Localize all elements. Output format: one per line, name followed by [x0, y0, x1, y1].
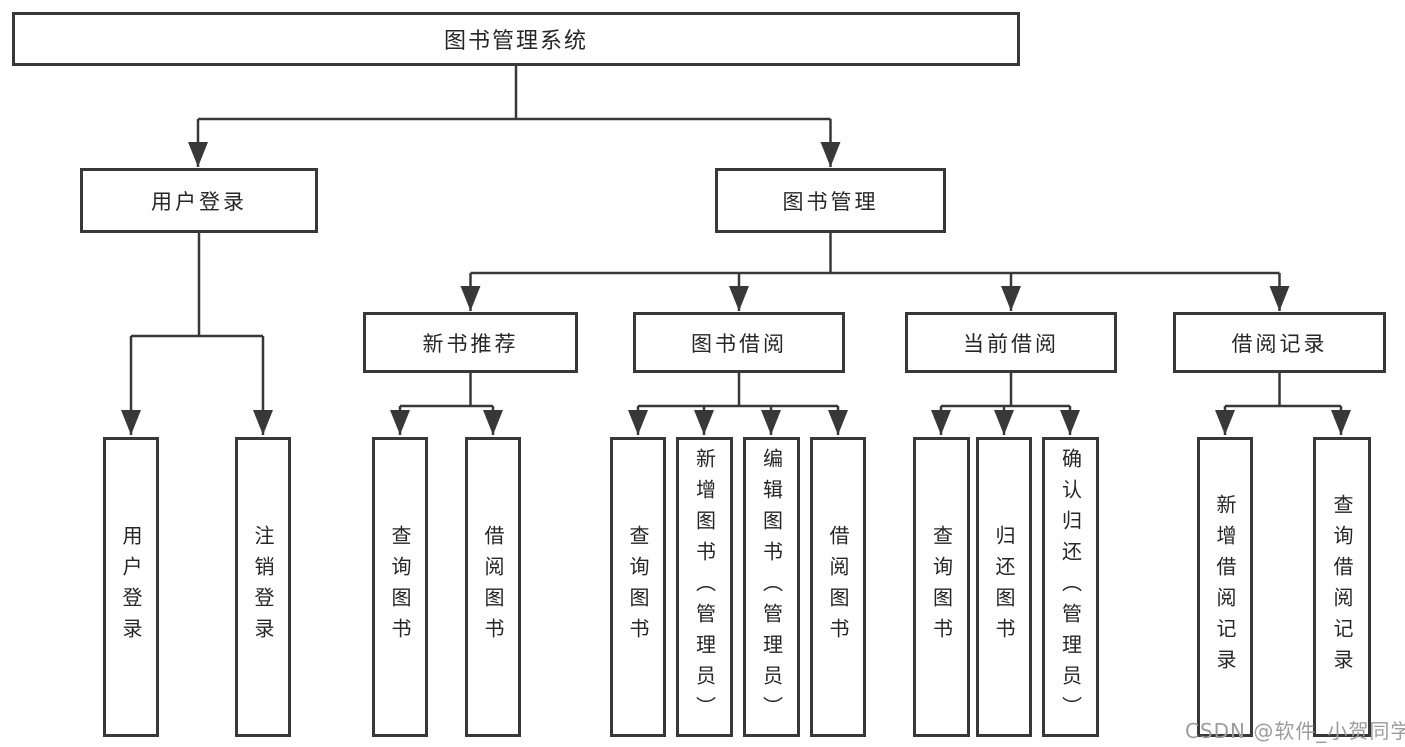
connector-root	[198, 66, 831, 121]
leaf-borrow-books-borrow: 借阅图书	[810, 437, 866, 737]
leaf-query-books-current: 查询图书	[913, 437, 970, 737]
connector-current-borrow	[941, 373, 1070, 408]
node-borrowing-records: 借阅记录	[1173, 312, 1386, 373]
leaf-confirm-return-admin: 确认归还（管理员）	[1042, 437, 1099, 737]
leaf-return-books: 归还图书	[976, 437, 1032, 737]
connector-new-book-recommend	[400, 373, 493, 408]
node-user-login: 用户登录	[80, 168, 318, 233]
leaf-add-book-admin: 新增图书（管理员）	[676, 437, 733, 737]
connector-user-login	[131, 233, 263, 338]
leaf-user-login: 用户登录	[103, 437, 159, 737]
connector-book-borrow	[638, 373, 838, 408]
leaf-query-books-borrow: 查询图书	[610, 437, 666, 737]
node-book-borrowing: 图书借阅	[633, 312, 845, 373]
node-library-management-system: 图书管理系统	[12, 12, 1020, 66]
connector-borrow-records	[1225, 373, 1341, 408]
leaf-edit-book-admin: 编辑图书（管理员）	[743, 437, 800, 737]
leaf-logout: 注销登录	[235, 437, 291, 737]
connector-book-management	[470, 233, 1280, 275]
watermark-csdn: CSDN @软件_小贺同学	[1185, 719, 1405, 743]
node-book-management: 图书管理	[715, 168, 946, 233]
leaf-query-borrow-record: 查询借阅记录	[1313, 437, 1371, 737]
leaf-add-borrow-record: 新增借阅记录	[1197, 437, 1253, 737]
leaf-borrow-books-recommend: 借阅图书	[465, 437, 521, 737]
node-new-book-recommendation: 新书推荐	[363, 312, 578, 373]
node-current-borrowing: 当前借阅	[905, 312, 1117, 373]
leaf-query-books-recommend: 查询图书	[372, 437, 428, 737]
